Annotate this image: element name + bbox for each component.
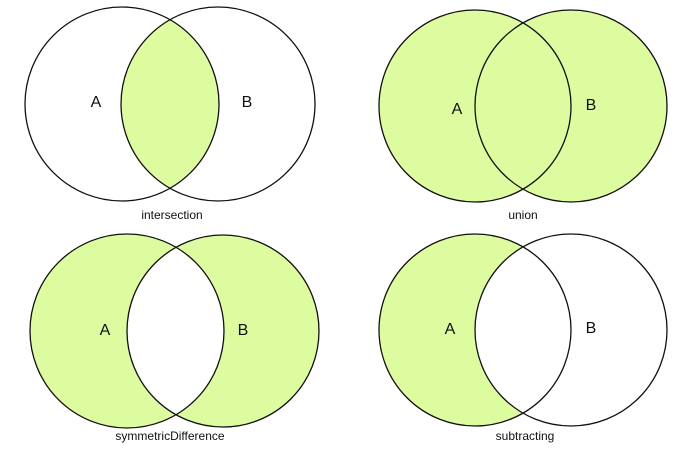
circle-a-outline (29, 233, 225, 429)
intersection-region-a-and-b (121, 7, 219, 201)
set-b-label: B (242, 94, 253, 111)
circle-b-outline (126, 234, 320, 428)
set-b-label: B (238, 322, 249, 339)
set-a-label: A (452, 101, 463, 118)
circle-b-outline (474, 9, 668, 203)
circle-b-outline (120, 6, 316, 202)
panel-subtracting: A B subtracting (378, 233, 668, 443)
set-a-label: A (91, 94, 102, 111)
circle-a-outline (24, 6, 220, 202)
set-a-label: A (100, 322, 111, 339)
operation-label: subtracting (496, 429, 555, 443)
set-a-label: A (445, 321, 456, 338)
circle-a-outline (378, 233, 572, 427)
set-b-label: B (586, 97, 597, 114)
circle-b-outline (474, 233, 668, 427)
panel-union: A B union (378, 9, 668, 222)
symdiff-region-b-only (127, 235, 319, 427)
circle-a-outline (378, 9, 572, 203)
set-b-label: B (586, 320, 597, 337)
operation-label: union (508, 208, 537, 222)
operation-label: symmetricDifference (115, 429, 224, 443)
operation-label: intersection (141, 208, 202, 222)
panel-symmetric-difference: A B symmetricDifference (29, 233, 320, 443)
panel-intersection: A B intersection (24, 6, 316, 222)
